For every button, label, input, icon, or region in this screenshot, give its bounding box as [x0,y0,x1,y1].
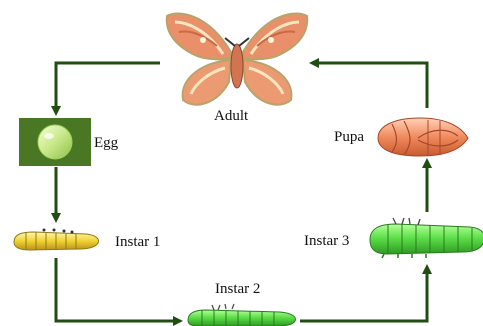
arrow-instar2-to-instar3 [300,269,427,321]
arrow-instar1-to-instar2 [56,258,178,321]
label-instar-2: Instar 2 [215,281,260,298]
label-pupa: Pupa [334,129,364,146]
label-instar-3: Instar 3 [304,233,349,250]
moth-icon [167,13,308,104]
caterpillar-icon [14,229,99,251]
arrow-adult-to-egg [56,63,160,111]
pupa-icon [378,118,468,156]
label-adult: Adult [214,108,248,125]
egg-icon [19,118,91,166]
caterpillar-icon [370,218,483,258]
caterpillar-icon [188,304,295,326]
label-egg: Egg [94,135,118,152]
arrow-pupa-to-adult [314,63,427,108]
label-instar-1: Instar 1 [115,234,160,251]
